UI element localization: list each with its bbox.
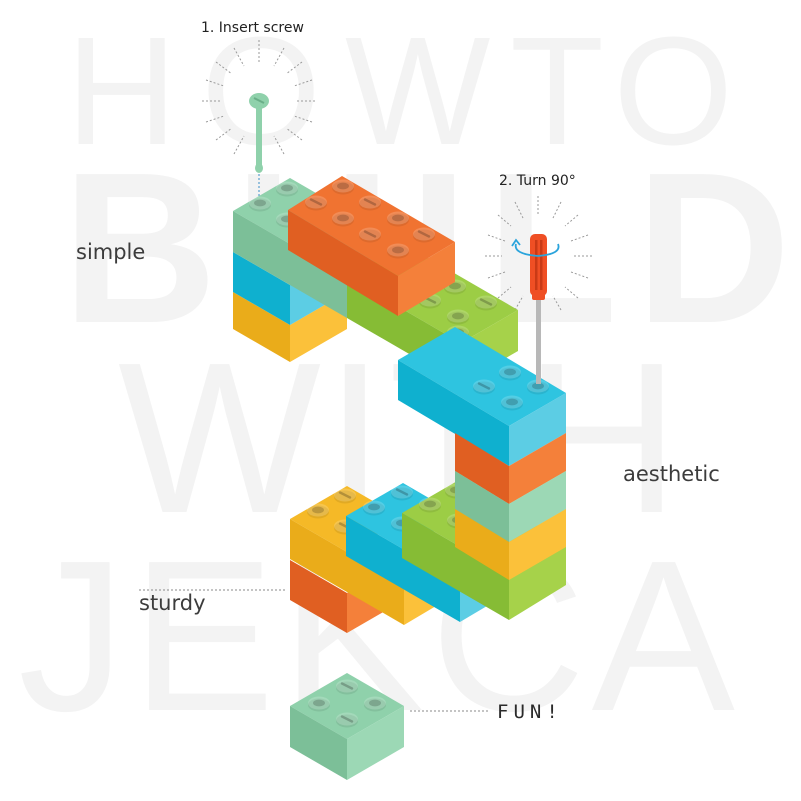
feature-aesthetic-label: aesthetic [623,462,720,486]
brick-mint-single [290,673,404,780]
brick-orange-top [288,176,455,316]
screwdriver-icon [530,234,547,384]
feature-sturdy-label: sturdy [139,591,206,615]
screw-icon [249,93,269,205]
watermark-how: HOW [66,5,515,177]
step-1-label: 1. Insert screw [201,20,304,36]
leader-lines [139,589,490,712]
feature-simple-label: simple [76,240,146,264]
watermark-to: TO [510,5,746,177]
feature-fun-label: FUN! [497,701,563,723]
tower-front-overlay [455,471,566,580]
screw-burst [202,40,316,155]
rotate-arrow-icon [511,238,560,257]
step-2-label: 2. Turn 90° [499,173,576,189]
brick-cyan-right [398,327,566,466]
screwdriver-burst [485,196,592,311]
brick-orange-tower [455,433,566,504]
